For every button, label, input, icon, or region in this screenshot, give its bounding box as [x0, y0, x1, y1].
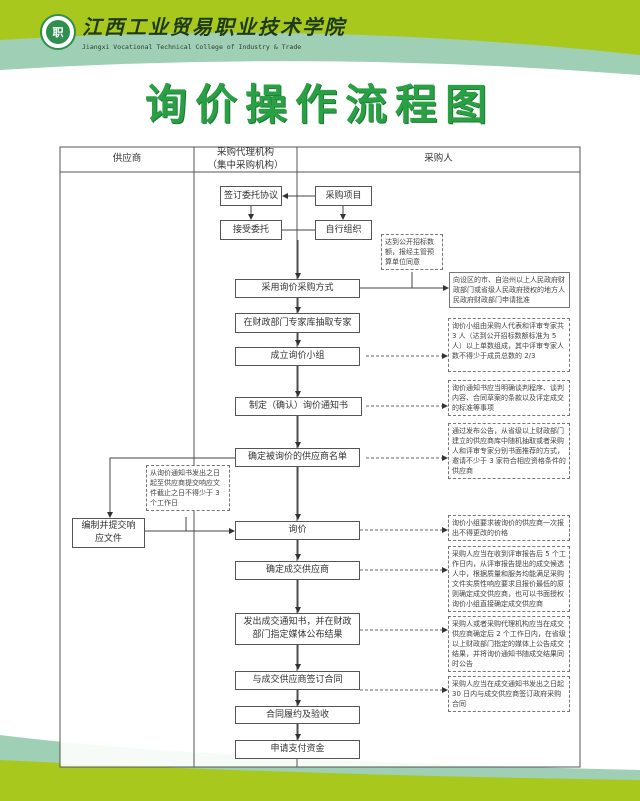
column-header-purchaser: 采购人 [424, 153, 453, 164]
note-group: 询价小组由采购人代表和评审专家共 3 人（达到公开招标数额标准为 5 人）以上单… [448, 318, 570, 372]
step-prepare-response: 编制并提交响应文件 [72, 518, 145, 548]
step-inquiry: 询价 [235, 521, 360, 540]
college-logo: 职 [40, 14, 76, 50]
note-contract: 采购人应当在成交通知书发出之日起 30 日内与成交供应商签订政府采购合同 [448, 676, 570, 712]
step-issue-notice: 发出成交通知书，并在财政部门指定媒体公布结果 [235, 613, 360, 645]
note-list: 通过发布公告，从省级以上财政部门建立的供应商库中随机抽取或者采购人和评审专家分别… [448, 423, 570, 479]
step-confirm-list: 确定被询价的供应商名单 [235, 448, 360, 467]
note-threshold: 达到公开招标数额，报经主管预算单位同意 [381, 234, 443, 270]
note-notice: 询价通知书应当明确谈判程序、谈判内容、合同草案的条款以及评定成交的标准等事项 [448, 380, 570, 416]
note-inquiry: 询价小组要求被询价的供应商一次报出不得更改的价格 [448, 515, 570, 541]
column-header-agency: 采购代理机构 （集中采购机构） [194, 147, 297, 172]
note-winner: 采购人应当在收到评审报告后 5 个工作日内，从评审报告提出的成交候选人中，根据质… [448, 546, 570, 612]
agency-header-line2: （集中采购机构） [207, 159, 284, 171]
note-publish: 采购人或者采购代理机构应当在成交供应商确定后 2 个工作日内，在省级以上财政部门… [448, 616, 570, 672]
step-self-organize: 自行组织 [315, 220, 372, 240]
note-approval: 向设区的市、自治州以上人民政府财政部门或省级人民政府授权的地方人民政府财政部门申… [449, 272, 570, 308]
step-confirm-winner: 确定成交供应商 [235, 561, 360, 580]
step-sign-contract: 与成交供应商签订合同 [235, 671, 360, 690]
note-deadline: 从询价通知书发出之日起至供应商提交响应文件截止之日不得少于 3 个工作日 [146, 465, 230, 511]
step-make-notice: 制定（确认）询价通知书 [235, 397, 362, 416]
step-adopt-inquiry: 采用询价采购方式 [235, 279, 360, 298]
step-form-group: 成立询价小组 [235, 347, 360, 366]
step-accept-commission: 接受委托 [220, 220, 282, 240]
page-title: 询价操作流程图 [144, 80, 495, 129]
college-name-en: Jiangxi Vocational Technical College of … [82, 43, 302, 51]
college-name-cn: 江西工业贸易职业技术学院 [82, 15, 346, 39]
step-procurement-project: 采购项目 [315, 186, 372, 206]
column-header-supplier: 供应商 [112, 153, 142, 164]
step-perform-accept: 合同履约及验收 [235, 706, 360, 724]
step-sign-agreement: 签订委托协议 [220, 186, 282, 206]
step-draw-experts: 在财政部门专家库抽取专家 [235, 313, 360, 333]
step-apply-payment: 申请支付资金 [235, 740, 360, 759]
agency-header-line1: 采购代理机构 [216, 147, 274, 158]
